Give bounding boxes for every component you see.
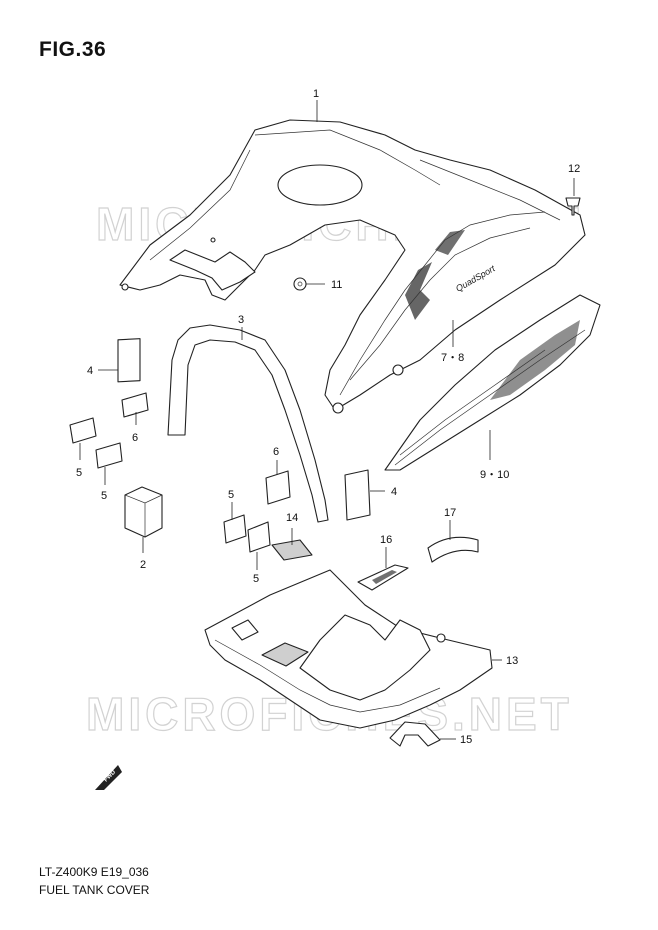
label-part-14: 14 bbox=[286, 512, 298, 524]
rivet-12 bbox=[565, 197, 581, 216]
leader-lines bbox=[79, 100, 575, 740]
figure-caption: FUEL TANK COVER bbox=[39, 883, 150, 897]
cushion-2 bbox=[124, 486, 163, 538]
cushion-5d bbox=[247, 521, 271, 553]
label-part-12: 12 bbox=[568, 163, 580, 175]
label-part-11: 11 bbox=[331, 279, 342, 291]
label-part-3: 3 bbox=[238, 314, 244, 326]
label-part-5-d: 5 bbox=[253, 573, 259, 585]
figure-title: FIG.36 bbox=[39, 38, 107, 61]
label-part-7-8: 7・8 bbox=[441, 352, 464, 364]
shield-17 bbox=[427, 536, 479, 563]
label-part-6-left: 6 bbox=[132, 432, 138, 444]
label-part-13: 13 bbox=[506, 655, 518, 667]
fuel-tank-cover-part: QuadSport bbox=[119, 119, 586, 414]
cushion-14 bbox=[271, 539, 313, 561]
model-code: LT-Z400K9 E19_036 bbox=[39, 865, 149, 879]
frame-hoop-part bbox=[167, 324, 329, 523]
clip-15 bbox=[389, 721, 441, 747]
label-part-1: 1 bbox=[313, 88, 319, 100]
nut-11 bbox=[293, 277, 307, 291]
fwd-arrow-icon: FWD bbox=[95, 765, 122, 790]
cushion-5c bbox=[223, 514, 247, 544]
under-cover-13 bbox=[204, 569, 493, 729]
label-part-4-right: 4 bbox=[391, 486, 397, 498]
clamp-16 bbox=[357, 564, 409, 591]
label-part-5-c: 5 bbox=[228, 489, 234, 501]
label-part-9-10: 9・10 bbox=[480, 469, 509, 481]
decal-part bbox=[384, 294, 601, 471]
cushion-4-right bbox=[344, 469, 371, 521]
label-part-6-center: 6 bbox=[273, 446, 279, 458]
cushion-4-left bbox=[117, 338, 141, 383]
label-part-15: 15 bbox=[460, 734, 472, 746]
cushion-6-center bbox=[265, 470, 291, 505]
label-part-17: 17 bbox=[444, 507, 456, 519]
label-part-5-b: 5 bbox=[101, 490, 107, 502]
label-part-16: 16 bbox=[380, 534, 392, 546]
cushion-5a bbox=[69, 417, 97, 444]
label-part-5-a: 5 bbox=[76, 467, 82, 479]
cushion-6-left bbox=[121, 392, 149, 418]
label-part-4-left: 4 bbox=[87, 365, 93, 377]
label-part-2: 2 bbox=[140, 559, 146, 571]
cushion-5b bbox=[95, 442, 123, 469]
